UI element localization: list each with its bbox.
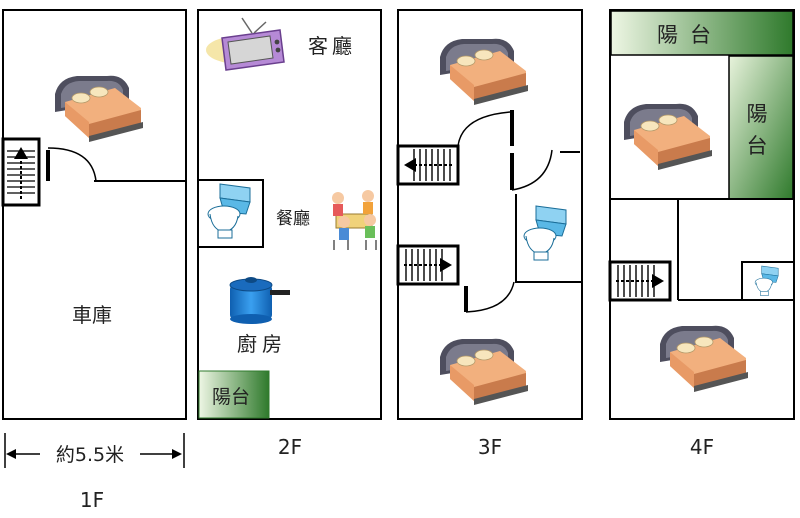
width-label: 約5.5米 bbox=[56, 444, 124, 466]
floor-1: 車庫 約5.5米 1F bbox=[1, 9, 187, 512]
floor-label-4f: 4F bbox=[690, 435, 714, 459]
bathroom-4f-wall bbox=[741, 261, 794, 300]
balcony-4f-top bbox=[610, 10, 794, 56]
arrow-left-icon bbox=[6, 449, 16, 459]
floor-label-1f: 1F bbox=[80, 488, 104, 512]
balcony-label-4f-side-2: 台 bbox=[747, 134, 768, 158]
door-swing-icon bbox=[465, 281, 515, 313]
balcony-2f bbox=[198, 370, 270, 419]
room-label-garage: 車庫 bbox=[72, 303, 112, 327]
balcony-label-4f-top: 陽台 bbox=[657, 23, 723, 47]
stair-up-icon bbox=[1, 137, 41, 207]
floor-1-outline bbox=[2, 9, 187, 420]
floor-3: 3F bbox=[396, 9, 583, 459]
floor-label-2f: 2F bbox=[278, 435, 302, 459]
bathroom-3f-wall bbox=[515, 194, 582, 283]
arrow-right-icon bbox=[172, 449, 182, 459]
door-swing-icon bbox=[457, 111, 511, 147]
door-swing-icon bbox=[511, 149, 553, 191]
room-label-dining: 餐廳 bbox=[276, 209, 310, 229]
balcony-label-2f: 陽台 bbox=[212, 386, 250, 408]
cooking-pot-icon bbox=[229, 277, 290, 324]
balcony-label-4f-side-1: 陽 bbox=[747, 102, 768, 126]
balcony-4f-side bbox=[728, 55, 794, 200]
dining-people-icon bbox=[332, 190, 377, 250]
stair-right-icon bbox=[396, 244, 460, 286]
stair-right-icon bbox=[608, 260, 672, 302]
tv-icon bbox=[206, 17, 285, 71]
room-label-living: 客廳 bbox=[308, 34, 356, 58]
stair-left-icon bbox=[396, 144, 460, 186]
door-swing-icon bbox=[47, 147, 97, 182]
floor-label-3f: 3F bbox=[478, 435, 502, 459]
room-label-kitchen: 廚房 bbox=[237, 332, 287, 356]
floor-4: 陽台 陽 台 4F bbox=[608, 9, 795, 459]
floor-2: 客廳 餐廳 廚房 陽台 bbox=[197, 9, 382, 459]
